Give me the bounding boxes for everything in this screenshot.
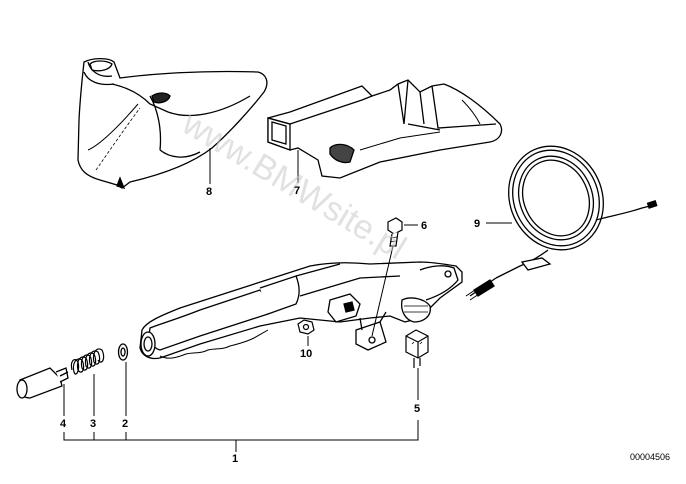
- callout-10: 10: [300, 348, 312, 360]
- callout-9: 9: [474, 218, 480, 230]
- cable-drawing: [465, 145, 658, 301]
- callout-6: 6: [421, 220, 427, 232]
- washer-drawing: [117, 343, 129, 361]
- spring-drawing: [70, 348, 105, 375]
- callout-4: 4: [60, 418, 67, 430]
- bracket-cover-drawing: [267, 79, 503, 179]
- handbrake-lever-drawing: [139, 261, 463, 360]
- callout-3: 3: [90, 418, 96, 430]
- callout-1: 1: [232, 453, 238, 465]
- callout-lines: [63, 148, 512, 452]
- switch-drawing: [405, 329, 429, 368]
- callout-7: 7: [294, 185, 300, 197]
- callout-2: 2: [122, 418, 128, 430]
- bolt-drawing: [387, 217, 403, 247]
- lever-boot-drawing: [77, 57, 268, 189]
- callout-5: 5: [414, 403, 420, 415]
- push-button-drawing: [16, 367, 69, 399]
- callout-8: 8: [206, 186, 212, 198]
- diagram-code: 00004506: [630, 452, 670, 462]
- nut-drawing: [297, 319, 315, 335]
